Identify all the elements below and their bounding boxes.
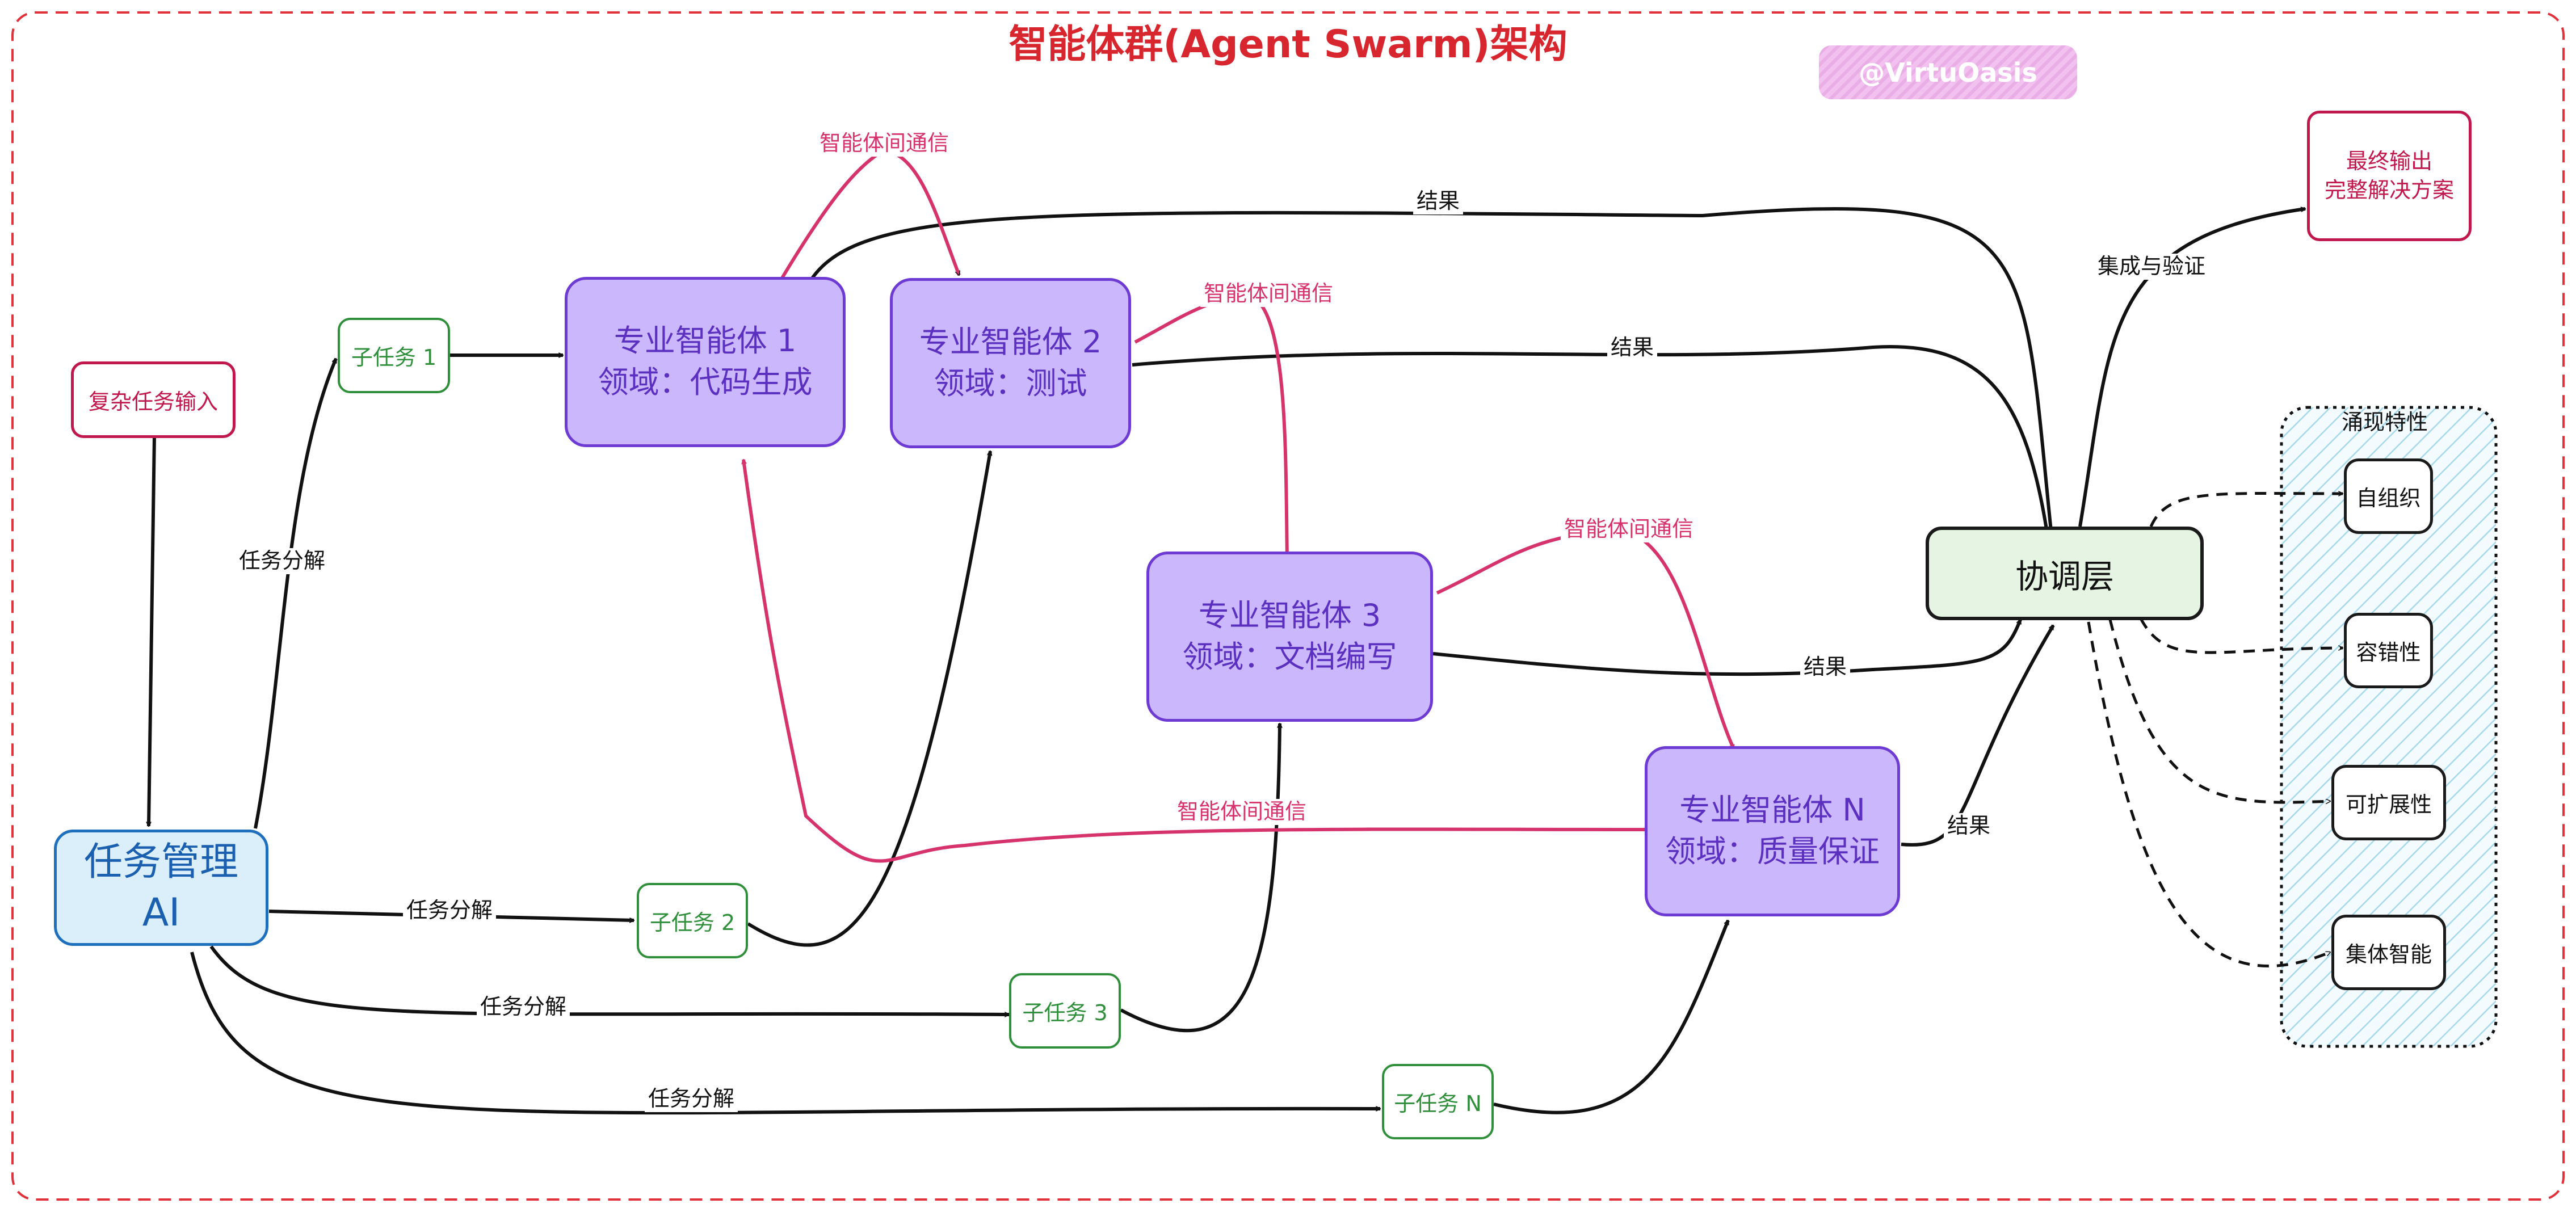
emergent-title: 涌现特性 [2342,410,2428,435]
outer-frame [11,11,2565,1201]
emergent-self-organization: 自组织 [2344,458,2433,534]
label-comm-3-n: 智能体间通信 [1561,516,1697,542]
subtask-3: 子任务 3 [1009,973,1121,1049]
edge-coord-faulttol [2139,617,2343,654]
edge-agentN-coord [1901,625,2055,847]
label-result-2: 结果 [1607,335,1658,361]
agent-1-title: 专业智能体 1 [613,323,797,359]
output-line2: 完整解决方案 [2324,178,2454,203]
label-comm-1-2: 智能体间通信 [816,131,953,157]
agent-n-node: 专业智能体 N 领域：质量保证 [1645,746,1900,916]
final-output-node: 最终输出 完整解决方案 [2307,111,2472,241]
label-comm-n-1: 智能体间通信 [1174,799,1310,825]
agent-2-title: 专业智能体 2 [919,324,1102,360]
manager-line2: AI [142,890,180,935]
manager-line1: 任务管理 [83,840,238,885]
emergent-item-4: 集体智能 [2345,942,2432,967]
emergent-item-2: 容错性 [2356,640,2421,665]
agent-2-node: 专业智能体 2 领域：测试 [890,278,1131,448]
edge-manager-subtaskN [190,952,1380,1115]
input-label: 复杂任务输入 [88,389,218,414]
agent-3-node: 专业智能体 3 领域：文档编写 [1146,552,1433,722]
edge-subtaskN-agentN [1493,920,1730,1114]
subtask-1-label: 子任务 1 [351,345,437,370]
emergent-fault-tolerance: 容错性 [2344,613,2433,688]
label-decompose-n: 任务分解 [645,1086,738,1112]
agent-2-domain: 领域：测试 [934,365,1087,401]
label-result-n: 结果 [1944,813,1994,839]
edge-comm-N-1 [743,460,1653,863]
subtask-2-label: 子任务 2 [649,910,736,935]
edge-coord-collective [2087,621,2330,968]
watermark: @VirtuOasis [1819,45,2077,99]
label-integrate: 集成与验证 [2094,254,2209,280]
emergent-group [2280,406,2498,1048]
output-line1: 最终输出 [2346,148,2432,174]
input-node: 复杂任务输入 [71,361,236,438]
agent-3-title: 专业智能体 3 [1198,597,1381,634]
edge-input-manager [149,435,156,826]
edge-coord-output [2078,209,2305,527]
edge-subtask3-agent3 [1120,723,1280,1033]
subtask-n: 子任务 N [1382,1064,1494,1139]
edge-comm-3-N [1436,528,1735,749]
edge-agent2-coord [1132,345,2048,536]
emergent-item-1: 自组织 [2356,486,2421,511]
edge-coord-selforg [2149,493,2343,528]
coordination-label: 协调层 [2015,557,2114,596]
diagram-title: 智能体群(Agent Swarm)架构 [1008,22,1568,67]
coordination-layer-node: 协调层 [1926,527,2204,620]
edge-comm-2-3 [1134,293,1287,559]
edge-manager-subtask3 [209,945,1009,1015]
edge-subtask2-agent2 [747,451,990,947]
task-manager-node: 任务管理 AI [54,830,268,946]
label-decompose-3: 任务分解 [477,994,570,1020]
agent-1-domain: 领域：代码生成 [598,364,813,400]
edge-agent3-coord [1432,620,2022,676]
label-result-3: 结果 [1800,654,1851,680]
subtask-n-label: 子任务 N [1394,1091,1482,1116]
agent-n-title: 专业智能体 N [1679,792,1865,828]
edge-manager-subtask1 [254,359,338,829]
agent-n-domain: 领域：质量保证 [1665,834,1880,869]
subtask-1: 子任务 1 [338,318,450,393]
label-result-1: 结果 [1413,188,1464,214]
label-decompose-2: 任务分解 [403,898,497,924]
emergent-item-3: 可扩展性 [2345,792,2432,817]
emergent-scalability: 可扩展性 [2331,765,2446,840]
subtask-2: 子任务 2 [637,883,748,958]
agent-3-domain: 领域：文档编写 [1182,639,1397,675]
emergent-collective-intelligence: 集体智能 [2331,915,2446,990]
edge-comm-1-2 [780,148,961,279]
subtask-3-label: 子任务 3 [1022,1000,1108,1025]
edge-agent1-coord [805,207,2052,536]
label-comm-2-3: 智能体间通信 [1200,281,1337,307]
agent-1-node: 专业智能体 1 领域：代码生成 [565,277,846,447]
label-decompose-1: 任务分解 [236,548,329,574]
edge-coord-scal [2108,619,2330,802]
